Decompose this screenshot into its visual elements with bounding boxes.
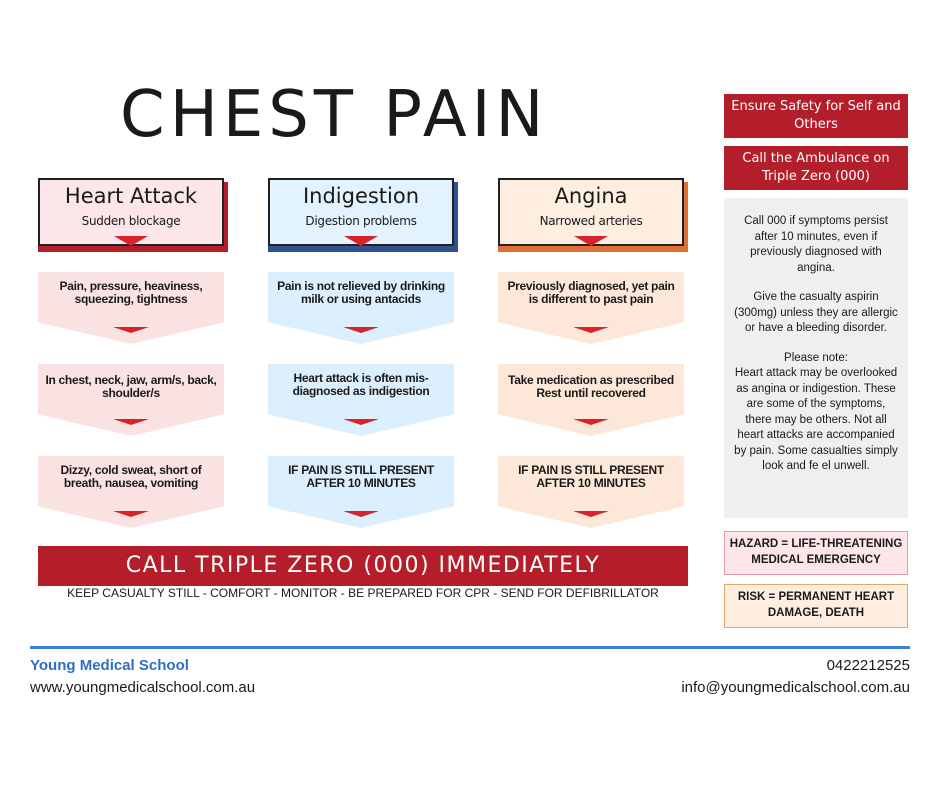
indigestion-step-1: Pain is not relieved by drinking milk or… [268,272,454,344]
indigestion-title: Indigestion [302,184,420,208]
step-text: IF PAIN IS STILL PRESENT AFTER 10 MINUTE… [288,463,434,490]
angina-subtitle: Narrowed arteries [539,214,643,228]
heart-attack-step-1: Pain, pressure, heaviness, squeezing, ti… [38,272,224,344]
step-text: Dizzy, cold sweat, short of breath, naus… [60,463,202,490]
risk-box: RISK = PERMANENT HEART DAMAGE, DEATH [724,584,908,628]
indigestion-step-2: Heart attack is often mis-diagnosed as i… [268,364,454,436]
step-text: Previously diagnosed, yet pain is differ… [507,279,675,306]
casualty-instructions: KEEP CASUALTY STILL - COMFORT - MONITOR … [67,586,659,600]
step-text: Pain is not relieved by drinking milk or… [277,279,445,306]
angina-title: Angina [554,184,628,208]
step-text: Pain, pressure, heaviness, squeezing, ti… [59,279,203,306]
arrow-down-icon [343,419,379,425]
indigestion-step-3: IF PAIN IS STILL PRESENT AFTER 10 MINUTE… [268,456,454,528]
arrow-down-icon [573,327,609,333]
heart-attack-step-2: In chest, neck, jaw, arm/s, back, should… [38,364,224,436]
angina-arrow-icon [574,236,608,246]
indigestion-header: Indigestion Digestion problems [268,178,454,246]
hazard-box: HAZARD = LIFE-THREATENING MEDICAL EMERGE… [724,531,908,575]
arrow-down-icon [113,511,149,517]
info-paragraph-3: Heart attack may be overlooked as angina… [734,367,898,472]
page-title: CHEST PAIN [120,78,549,152]
heart-attack-header: Heart Attack Sudden blockage [38,178,224,246]
arrow-down-icon [113,419,149,425]
step-text: In chest, neck, jaw, arm/s, back, should… [45,373,217,400]
angina-step-1: Previously diagnosed, yet pain is differ… [498,272,684,344]
info-paragraph-2: Give the casualty aspirin (300mg) unless… [734,291,898,334]
ensure-safety-box: Ensure Safety for Self and Others [724,94,908,138]
call-triple-zero-banner: CALL TRIPLE ZERO (000) IMMEDIATELY [38,546,688,586]
call-ambulance-box: Call the Ambulance on Triple Zero (000) [724,146,908,190]
step-text: IF PAIN IS STILL PRESENT AFTER 10 MINUTE… [518,463,664,490]
arrow-down-icon [343,327,379,333]
arrow-down-icon [573,419,609,425]
heart-attack-arrow-icon [114,236,148,246]
footer-divider [30,646,910,649]
angina-step-2: Take medication as prescribed Rest until… [498,364,684,436]
phone-number[interactable]: 0422212525 [826,657,910,674]
heart-attack-step-3: Dizzy, cold sweat, short of breath, naus… [38,456,224,528]
info-panel: Call 000 if symptoms persist after 10 mi… [724,198,908,518]
website-link[interactable]: www.youngmedicalschool.com.au [30,679,256,696]
info-note-heading: Please note: [784,351,848,364]
indigestion-subtitle: Digestion problems [305,214,417,228]
school-name: Young Medical School [30,657,189,674]
step-text: Take medication as prescribed Rest until… [508,373,674,400]
arrow-down-icon [343,511,379,517]
indigestion-arrow-icon [344,236,378,246]
info-paragraph-1: Call 000 if symptoms persist after 10 mi… [744,215,888,274]
step-text: Heart attack is often mis-diagnosed as i… [292,371,430,398]
arrow-down-icon [573,511,609,517]
angina-header: Angina Narrowed arteries [498,178,684,246]
email-link[interactable]: info@youngmedicalschool.com.au [681,679,910,696]
arrow-down-icon [113,327,149,333]
angina-step-3: IF PAIN IS STILL PRESENT AFTER 10 MINUTE… [498,456,684,528]
heart-attack-subtitle: Sudden blockage [81,214,181,228]
heart-attack-title: Heart Attack [64,184,198,208]
